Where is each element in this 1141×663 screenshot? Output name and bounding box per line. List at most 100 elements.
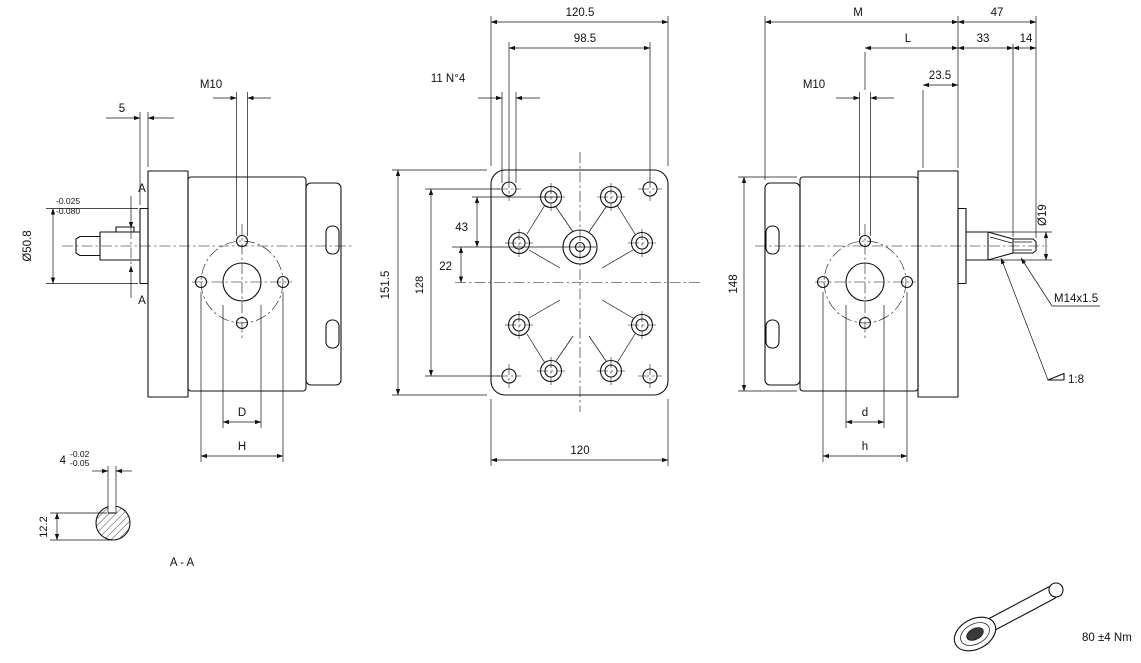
holes-note-label: 11 N°4	[431, 73, 466, 85]
dim-12-2: 12.2	[38, 512, 113, 541]
dim-128-label: 128	[414, 276, 426, 294]
dim-dia-19: Ø19	[975, 204, 1052, 261]
taper-note-label: 1:8	[1068, 374, 1084, 386]
dim-151-5-label: 151.5	[380, 271, 392, 300]
dim-h-label: h	[862, 441, 868, 453]
dim-L: L	[864, 33, 959, 90]
dim-L-label: L	[905, 33, 912, 45]
dim-120-label: 120	[570, 445, 589, 457]
dim-98-5-label: 98.5	[574, 33, 596, 45]
wrench-knob	[1048, 582, 1064, 598]
dim-33: 33	[957, 33, 1014, 237]
assembly-bolts	[504, 182, 657, 386]
dim-14: 14	[1012, 33, 1037, 51]
section-view-aa: 4 -0.02 -0.05 12.2 A - A	[38, 449, 194, 569]
dim-47-label: 47	[991, 7, 1004, 19]
dim-M: M	[764, 7, 959, 180]
mounting-bolt	[627, 310, 657, 340]
taper-symbol-icon	[1047, 372, 1065, 381]
dim-98-5: 98.5	[508, 33, 651, 180]
dim-12-2-label: 12.2	[38, 516, 50, 537]
dim-D: D	[222, 305, 262, 428]
shaft-diameter-label: Ø19	[1037, 204, 1049, 226]
keyway-slot	[108, 499, 116, 513]
front-view: 120.5 98.5 11 N°4 151.5 128	[380, 7, 700, 466]
shaft-key	[115, 226, 135, 233]
flange-holes-left	[194, 234, 290, 330]
wrench-socket-hole	[966, 627, 984, 641]
corner-hole	[637, 176, 663, 202]
dim-5-label: 5	[119, 103, 125, 115]
dim-120-5: 120.5	[490, 7, 669, 166]
dim-47: 47	[957, 7, 1037, 238]
bolt-circle	[823, 240, 907, 324]
dim-128: 128	[414, 188, 500, 377]
dim-23-5-label: 23.5	[929, 70, 951, 82]
dim-m10-right: M10	[803, 79, 894, 236]
dim-120: 120	[490, 399, 669, 466]
casting-ribs	[526, 204, 636, 364]
key-tol-lower: -0.05	[70, 458, 90, 468]
port-slot-bottom	[325, 319, 340, 349]
dim-5: 5	[106, 103, 174, 205]
dim-43: 43	[452, 196, 596, 248]
mounting-bolt	[504, 310, 534, 340]
dim-m10-left: M10	[200, 79, 271, 236]
side-view-left: A A 5 M10 Ø50.8 -0.025 -0.080	[22, 79, 352, 462]
key-tol-upper: -0.02	[70, 449, 90, 459]
dim-22-label: 22	[439, 261, 452, 273]
section-cut-line-a: A A	[128, 183, 146, 307]
port-slot-top	[325, 225, 340, 255]
pilot-tol-upper: -0.025	[56, 196, 80, 206]
bolt-circle	[200, 240, 284, 324]
dim-d: d	[845, 305, 885, 428]
dim-dia-50-8: Ø50.8 -0.025 -0.080	[22, 196, 138, 284]
port-slot-bottom	[765, 319, 780, 349]
centerlines-right	[755, 224, 1048, 341]
pump-body-outline-right	[764, 170, 1037, 398]
dim-key-width: 4 -0.02 -0.05	[60, 449, 132, 474]
pilot-tol-lower: -0.080	[56, 206, 80, 216]
key-width-label: 4	[60, 455, 67, 467]
dim-h: h	[822, 292, 908, 462]
pilot-diameter-label: Ø50.8	[22, 230, 34, 261]
section-title: A - A	[170, 557, 195, 569]
dim-D-label: D	[238, 407, 246, 419]
corner-hole	[496, 363, 522, 389]
torque-value-label: 80 ±4 Nm	[1082, 632, 1132, 644]
dim-33-label: 33	[977, 33, 990, 45]
callout-taper: 1:8	[1000, 257, 1084, 386]
callout-m14: M14x1.5	[1020, 257, 1100, 307]
dim-14-label: 14	[1020, 33, 1033, 45]
mounting-bolt	[536, 356, 566, 386]
mounting-bolt	[627, 228, 657, 258]
section-label-a-top: A	[138, 183, 146, 195]
wrench-socket-rim	[960, 622, 990, 646]
mounting-bolt	[596, 182, 626, 212]
dim-120-5-label: 120.5	[566, 7, 595, 19]
thread-note-label: M14x1.5	[1054, 293, 1098, 305]
port-slot-top	[765, 225, 780, 255]
callout-11-n4: 11 N°4	[431, 73, 540, 183]
flange-holes-right	[816, 234, 914, 330]
dim-d-label: d	[862, 407, 868, 419]
mounting-bolt	[596, 356, 626, 386]
side-view-right: M 47 L 33 14 M10	[728, 7, 1100, 462]
dim-H: H	[200, 292, 284, 462]
corner-hole	[637, 363, 663, 389]
dim-H-label: H	[238, 441, 246, 453]
mounting-bolt	[504, 228, 534, 258]
dim-22: 22	[439, 246, 464, 283]
taper-keyway-line	[989, 236, 1013, 244]
section-label-a-bottom: A	[138, 295, 146, 307]
m10-label-right: M10	[803, 79, 825, 91]
center-bore	[845, 262, 885, 302]
centerlines-left	[62, 224, 352, 341]
dim-151-5: 151.5	[380, 169, 487, 396]
torque-wrench-illustration: 80 ±4 Nm	[953, 582, 1132, 652]
m10-label-left: M10	[200, 79, 222, 91]
dim-23-5: 23.5	[922, 70, 959, 168]
dim-148: 148	[728, 176, 797, 392]
